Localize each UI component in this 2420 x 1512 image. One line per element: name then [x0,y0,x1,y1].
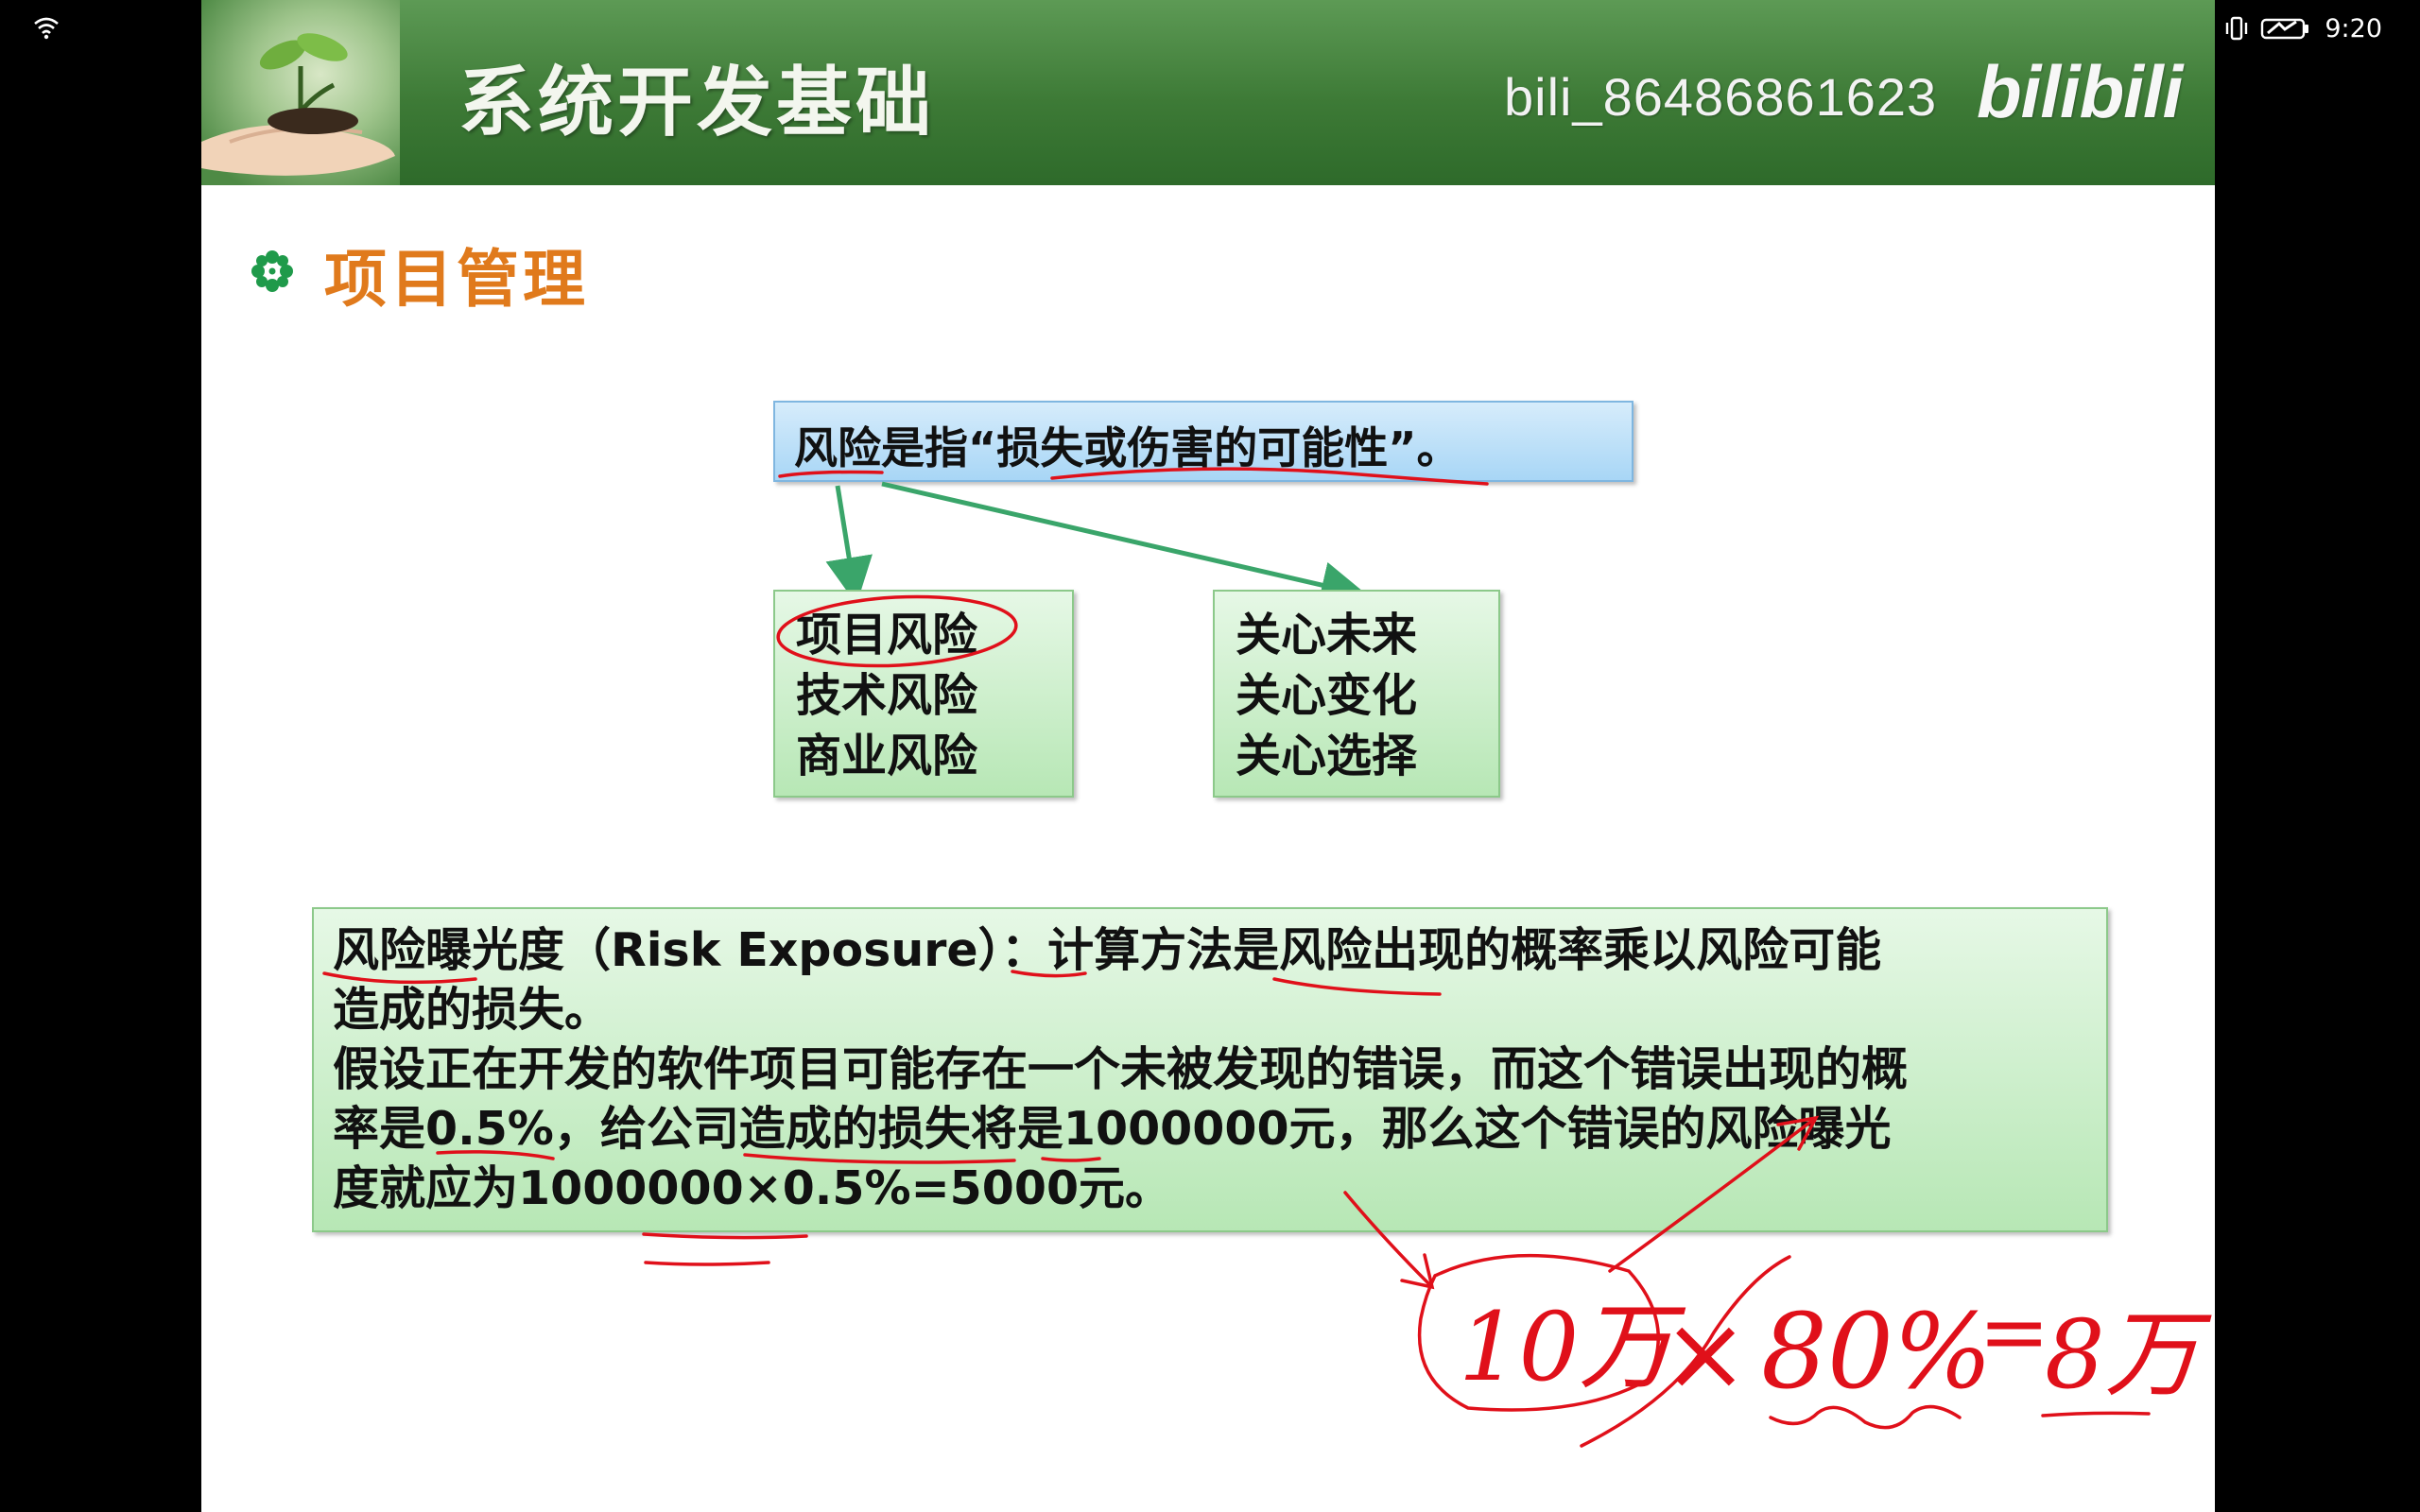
annotation-equals: = [1979,1282,2049,1382]
red-underline [644,1261,770,1266]
slide-header-title: 系统开发基础 [458,59,935,146]
risk-definition-box: 风险是指“损失或伤害的可能性”。 [773,401,1634,482]
exposure-text-line: 造成的损失。 [333,983,612,1037]
slide: 系统开发基础 bili_86486861623 bilibili 项目管理 风险… [201,0,2215,1512]
risk-types-box: 项目风险 技术风险 商业风险 [773,590,1074,798]
annotation-result: 8万 [2045,1299,2213,1410]
annotation-rate: 80% [1761,1291,1993,1412]
flower-bullet-icon [251,250,293,292]
exposure-text-line: 度就应为1000000×0.5%=5000元。 [333,1161,1172,1215]
risk-type-item: 技术风险 [796,669,978,722]
status-time: 9:20 [2325,13,2382,43]
status-bar-left [32,13,70,43]
risk-concerns-box: 关心未来 关心变化 关心选择 [1213,590,1500,798]
seedling-icon [201,33,395,176]
diagram-arrows [825,481,1369,609]
risk-type-item: 商业风险 [796,730,978,782]
annotation-times: × [1662,1293,1749,1414]
plant-in-hands-image [201,0,400,185]
exposure-text-line: 假设正在开发的软件项目可能存在一个未被发现的错误，而这个错误出现的概 [333,1042,1909,1096]
red-underline [1769,1404,1962,1430]
bilibili-logo: bilibili [1977,50,2183,133]
red-arrow [1400,1253,1435,1290]
handwritten-annotations: 10万 × 80% = 8万 [322,467,2213,1448]
vibrate-icon [2226,16,2248,41]
risk-concern-item: 关心变化 [1236,669,1418,722]
risk-concern-item: 关心选择 [1236,730,1418,782]
risk-exposure-box: 风险曝光度（Risk Exposure）：计算方法是风险出现的概率乘以风险可能 … [312,907,2108,1232]
red-underline [642,1232,808,1240]
watermark-username: bili_86486861623 [1504,67,1938,127]
annotation-amount: 10万 [1459,1292,1686,1402]
red-stroke [1580,1255,1791,1448]
risk-type-item: 项目风险 [796,609,978,662]
section-title: 项目管理 [324,243,589,316]
wifi-icon [34,17,59,40]
red-underline [2041,1411,2151,1418]
status-bar-right: 9:20 [2109,9,2382,47]
risk-concern-item: 关心未来 [1236,609,1418,662]
exposure-text-line: 风险曝光度（Risk Exposure）：计算方法是风险出现的概率乘以风险可能 [333,923,1882,977]
red-circle [1417,1253,1660,1412]
exposure-text-line: 率是0.5%，给公司造成的损失将是1000000元，那么这个错误的风险曝光 [333,1102,1892,1156]
slide-banner: 系统开发基础 bili_86486861623 bilibili [201,0,2215,185]
battery-icon [2261,18,2309,40]
